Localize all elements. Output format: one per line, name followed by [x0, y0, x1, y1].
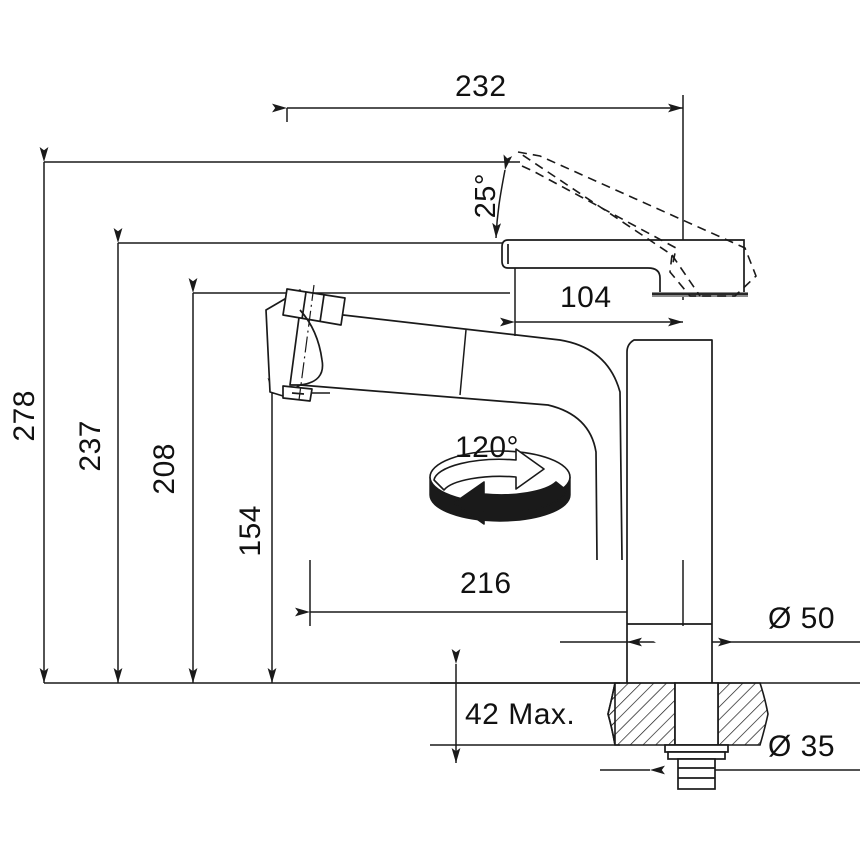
dim-line-216	[295, 560, 683, 626]
dim-208: 208	[148, 443, 181, 495]
dim-d50: Ø 50	[768, 602, 836, 635]
spout-joint-mark	[459, 329, 467, 396]
mounting-shank	[664, 682, 729, 790]
dim-25deg: 25°	[470, 173, 502, 219]
dim-arc-25deg	[492, 154, 513, 239]
dimension-lines	[39, 95, 860, 775]
spray-head-collar	[282, 288, 346, 326]
dim-42max: 42 Max.	[465, 698, 576, 731]
lever-handle-lowered	[501, 239, 748, 297]
dim-278: 278	[8, 390, 41, 442]
counter-section	[607, 682, 769, 746]
dim-d35: Ø 35	[768, 730, 836, 763]
spout-upper-edge	[299, 309, 623, 561]
dim-104: 104	[560, 281, 612, 314]
lever-handle-raised-phantom	[517, 151, 757, 297]
dim-216: 216	[460, 567, 512, 600]
faucet-body	[265, 284, 713, 683]
dim-154: 154	[234, 505, 267, 557]
dim-120deg: 120°	[455, 431, 520, 464]
dim-line-42max	[430, 649, 620, 763]
faucet-column	[626, 339, 713, 683]
dim-line-104	[500, 258, 683, 336]
spray-head-axis	[298, 284, 315, 401]
spray-head	[265, 288, 346, 402]
swivel-120-symbol	[429, 448, 571, 525]
spout-lower-edge	[299, 384, 598, 561]
dim-232: 232	[455, 70, 507, 103]
dim-237: 237	[74, 420, 107, 472]
